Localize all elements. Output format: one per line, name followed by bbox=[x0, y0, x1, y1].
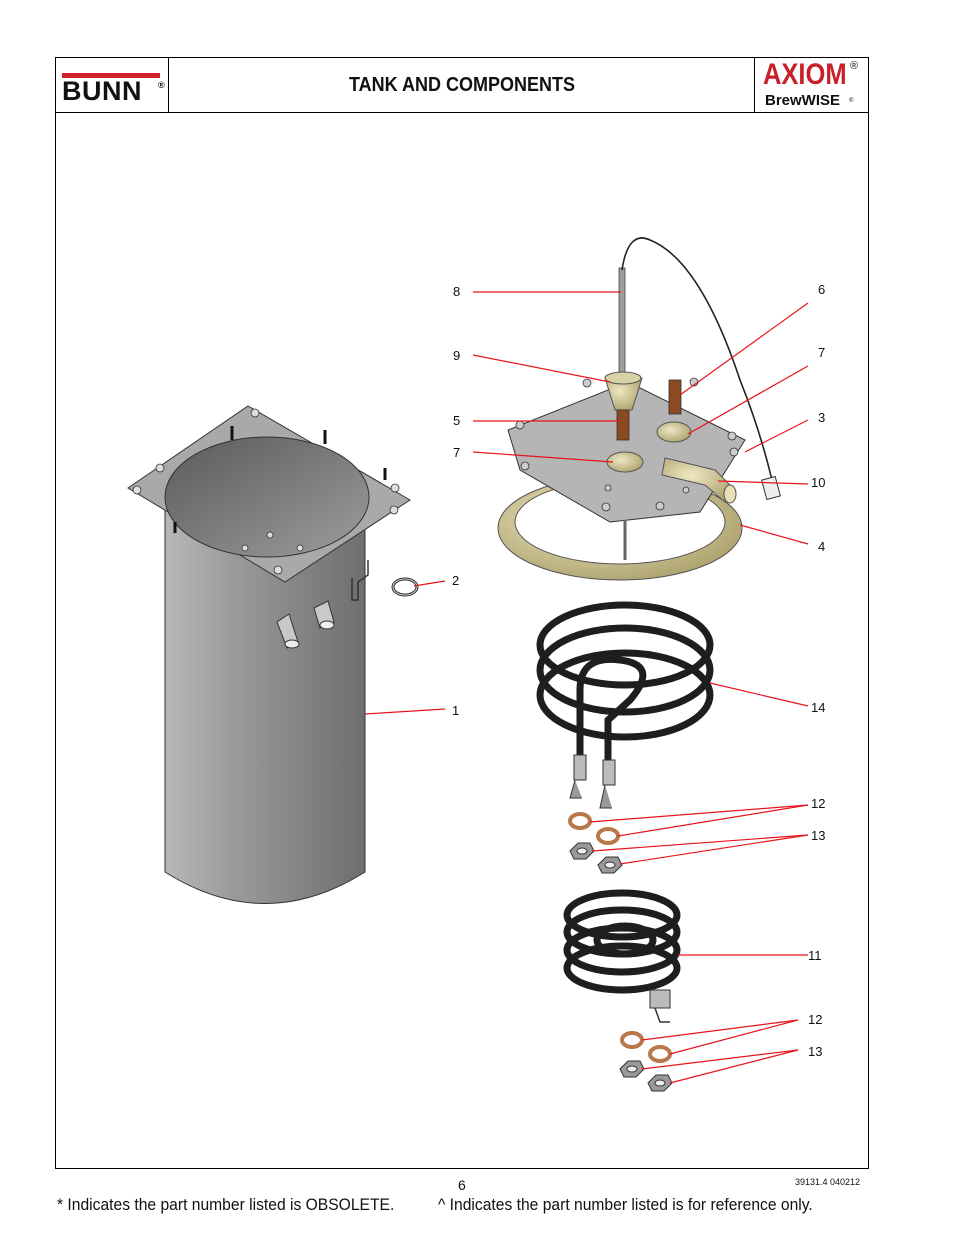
callout-6: 6 bbox=[818, 282, 826, 297]
callout-10: 10 bbox=[811, 475, 826, 490]
obsolete-note: * Indicates the part number listed is OB… bbox=[57, 1195, 395, 1214]
limit-probe bbox=[656, 379, 692, 443]
callout-leaders bbox=[364, 291, 809, 1084]
axiom-logo-text: AXIOM bbox=[763, 58, 847, 91]
page-title: TANK AND COMPONENTS bbox=[349, 74, 575, 96]
bunn-logo: BUNN ® bbox=[60, 70, 166, 106]
hose-clamp bbox=[391, 577, 419, 597]
element-washers-lower bbox=[619, 1031, 673, 1092]
heating-element-terminals bbox=[569, 754, 616, 809]
coiled-element-terminals bbox=[649, 989, 671, 1023]
page-frame bbox=[55, 57, 869, 1169]
axiom-registered-mark: ® bbox=[850, 60, 859, 72]
callout-8: 8 bbox=[453, 284, 461, 299]
coiled-heating-element bbox=[563, 889, 681, 994]
overflow-fitting bbox=[661, 457, 737, 504]
callout-13: 13 bbox=[811, 828, 826, 843]
brewwise-registered-mark: ® bbox=[849, 98, 854, 104]
callout-13: 13 bbox=[808, 1044, 823, 1059]
header-divider bbox=[55, 112, 869, 113]
bunn-registered-mark: ® bbox=[158, 80, 165, 90]
header-column-divider bbox=[754, 57, 755, 113]
bunn-logo-bar bbox=[62, 73, 160, 78]
callout-7: 7 bbox=[453, 445, 461, 460]
tank-body bbox=[127, 405, 411, 904]
callout-1: 1 bbox=[452, 703, 460, 718]
document-code: 39131.4 040212 bbox=[795, 1177, 861, 1187]
callout-7: 7 bbox=[818, 345, 826, 360]
refill-probe bbox=[606, 409, 644, 473]
callout-3: 3 bbox=[818, 410, 826, 425]
callout-14: 14 bbox=[811, 700, 826, 715]
element-washers-upper bbox=[568, 812, 623, 874]
heating-element bbox=[536, 601, 714, 760]
tank-fitting bbox=[276, 600, 335, 649]
reference-note: ^ Indicates the part number listed is fo… bbox=[438, 1195, 813, 1214]
callout-9: 9 bbox=[453, 348, 461, 363]
header-column-divider bbox=[168, 57, 169, 113]
callout-2: 2 bbox=[452, 573, 460, 588]
axiom-brewwise-logo: AXIOM ® BrewWISE ® bbox=[757, 58, 865, 112]
page-number: 6 bbox=[458, 1177, 466, 1193]
brewwise-logo-text: BrewWISE bbox=[765, 92, 841, 109]
callout-5: 5 bbox=[453, 413, 461, 428]
bunn-logo-text: BUNN bbox=[62, 76, 142, 106]
callout-12: 12 bbox=[808, 1012, 823, 1027]
callout-12: 12 bbox=[811, 796, 826, 811]
callout-4: 4 bbox=[818, 539, 826, 554]
probe-grommet bbox=[604, 371, 643, 411]
callout-11: 11 bbox=[808, 948, 822, 963]
